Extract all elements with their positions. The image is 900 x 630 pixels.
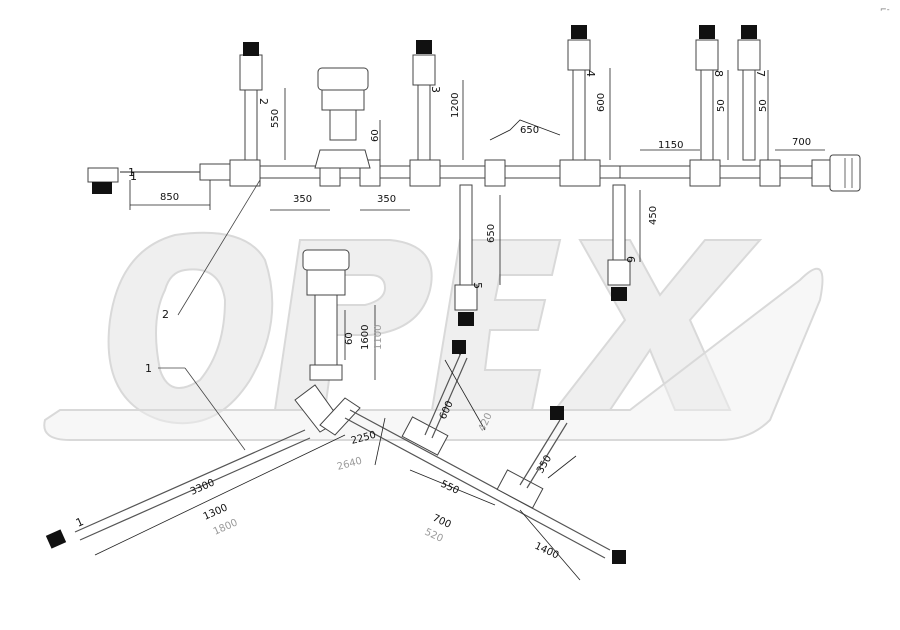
part-label-4: 4: [584, 70, 597, 77]
callout-1b: 1: [145, 362, 152, 375]
main-trunk: [120, 154, 861, 192]
dim-3300: 3300: [189, 477, 217, 497]
dim-60-b: 60: [344, 332, 355, 345]
part-label-2: 2: [257, 98, 270, 105]
dim-550-b: 550: [439, 479, 461, 497]
dim-50-a: 50: [716, 99, 727, 112]
bottom-assembly: [45, 249, 626, 564]
dim-350-b: 350: [377, 194, 396, 205]
dim-450: 450: [648, 206, 659, 225]
dim-550: 550: [270, 109, 281, 128]
dim-1400: 1400: [533, 541, 561, 562]
part-label-1b: 1: [74, 515, 86, 530]
part-label-2b: 2: [451, 345, 466, 357]
dim-1300: 1300: [202, 502, 230, 522]
branch-4: [567, 25, 591, 161]
opex-watermark: [43, 231, 824, 441]
dim-700: 700: [792, 137, 811, 148]
dim-1600: 1600: [360, 325, 371, 350]
callout-1: 1: [128, 166, 135, 179]
branch-8: [695, 25, 719, 161]
dim-520: 520: [423, 527, 445, 545]
branch-6: [607, 184, 631, 301]
dim-1100: 1100: [373, 325, 384, 350]
connector-left: [87, 167, 119, 194]
part-label-5: 5: [471, 282, 484, 289]
dim-850: 850: [160, 192, 179, 203]
part-label-6: 6: [624, 256, 637, 263]
leader-lines: [158, 179, 261, 451]
dim-2640: 2640: [336, 456, 363, 473]
dim-650-b: 650: [486, 224, 497, 243]
dim-600: 600: [596, 93, 607, 112]
dim-1200: 1200: [450, 93, 461, 118]
dim-50-b: 50: [758, 99, 769, 112]
dim-700-b: 700: [431, 513, 453, 531]
top-dimension-lines: [129, 68, 825, 285]
dim-1150: 1150: [658, 140, 683, 151]
branch-5: [454, 184, 478, 326]
dim-1800: 1800: [212, 517, 240, 537]
branch-3: [412, 40, 436, 161]
dim-60: 60: [370, 129, 381, 142]
center-fitting: [314, 67, 371, 169]
branch-7: [737, 25, 761, 161]
branch-2: [239, 42, 263, 161]
part-label-1: 1: [130, 170, 137, 183]
callout-2: 2: [162, 308, 169, 321]
part-label-8: 8: [712, 70, 725, 77]
dim-350-a: 350: [293, 194, 312, 205]
corner-mark: ⌐-: [880, 5, 890, 14]
bottom-dimension-lines: [94, 305, 581, 581]
dim-650-a: 650: [520, 125, 539, 136]
part-label-7: 7: [754, 70, 767, 77]
part-label-3: 3: [429, 86, 442, 93]
